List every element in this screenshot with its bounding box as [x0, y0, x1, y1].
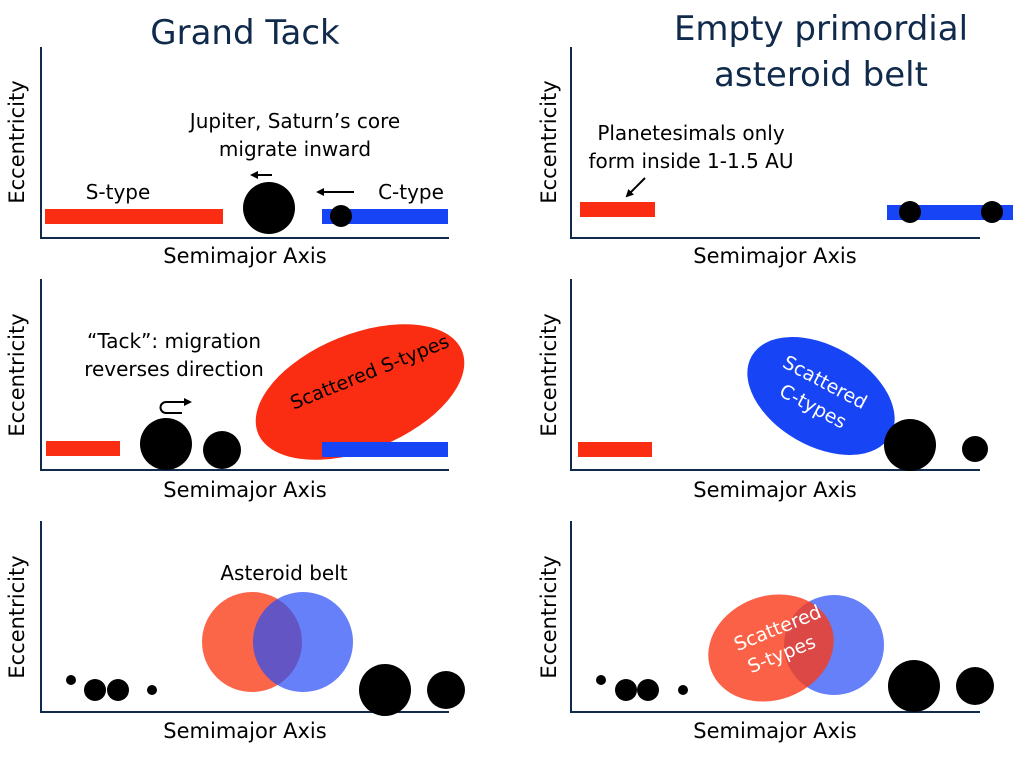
x-axis-label: Semimajor Axis — [693, 719, 856, 743]
x-axis-label: Semimajor Axis — [163, 719, 326, 743]
terrestrial-embryo — [678, 685, 688, 695]
terrestrial-embryo — [66, 675, 76, 685]
axes — [40, 47, 449, 239]
x-axis-label: Semimajor Axis — [693, 478, 856, 502]
panel-right-top: Eccentricity Semimajor Axis Planetesimal… — [537, 47, 1013, 268]
x-axis-label: Semimajor Axis — [163, 244, 326, 268]
annotation-line2: reverses direction — [84, 357, 264, 381]
y-axis-label: Eccentricity — [5, 555, 29, 678]
c-type-bar — [322, 209, 448, 224]
terrestrial-planet — [107, 679, 129, 701]
saturn — [427, 671, 465, 709]
x-axis-label: Semimajor Axis — [163, 478, 326, 502]
axes — [570, 47, 980, 239]
scattered-s-types-ellipse — [255, 324, 465, 460]
panel-left-top: Eccentricity Semimajor Axis Jupiter, Sat… — [5, 47, 449, 268]
terrestrial-embryo — [596, 675, 606, 685]
c-type-bar — [322, 442, 448, 457]
scattered-c-types-ellipse — [747, 337, 895, 455]
saturn — [956, 667, 994, 705]
y-axis-label: Eccentricity — [5, 313, 29, 436]
s-type-bar — [45, 209, 223, 224]
jupiter — [140, 418, 192, 470]
y-axis-label: Eccentricity — [5, 80, 29, 203]
x-axis-label: Semimajor Axis — [693, 244, 856, 268]
axes — [570, 279, 980, 471]
axes — [40, 279, 449, 471]
s-type-bar — [46, 441, 120, 456]
saturn-core — [330, 205, 352, 227]
terrestrial-planet — [84, 679, 106, 701]
pointer-arrow-icon — [625, 177, 646, 198]
panel-left-mid: Eccentricity Semimajor Axis “Tack”: migr… — [5, 279, 465, 502]
y-axis-label: Eccentricity — [537, 80, 561, 203]
axes — [570, 521, 980, 713]
panel-right-mid: Eccentricity Semimajor Axis Scattered C-… — [537, 279, 988, 502]
s-type-bar — [578, 442, 652, 457]
annotation-line1: Jupiter, Saturn’s core — [188, 109, 400, 133]
s-type-label: S-type — [86, 180, 151, 204]
terrestrial-planet — [615, 679, 637, 701]
y-axis-label: Eccentricity — [537, 555, 561, 678]
jupiter — [888, 660, 940, 712]
jupiter — [243, 182, 295, 234]
title-empty-belt-line1: Empty primordial — [674, 9, 968, 49]
axes — [40, 521, 449, 713]
terrestrial-embryo — [147, 685, 157, 695]
panel-right-bot: Eccentricity Semimajor Axis Scattered S-… — [537, 521, 994, 743]
panel-left-bot: Eccentricity Semimajor Axis Asteroid bel… — [5, 521, 465, 743]
asteroid-belt-label: Asteroid belt — [220, 561, 347, 585]
terrestrial-planet — [637, 679, 659, 701]
annotation-line1: “Tack”: migration — [87, 329, 261, 353]
c-type-label: C-type — [378, 180, 444, 204]
planet-core — [899, 201, 921, 223]
title-empty-belt-line2: asteroid belt — [714, 55, 928, 95]
jupiter — [884, 419, 936, 471]
scattered-s-types-ellipse — [708, 594, 834, 702]
planet-core — [981, 201, 1003, 223]
y-axis-label: Eccentricity — [537, 313, 561, 436]
s-type-bar — [580, 202, 655, 217]
annotation-line2: form inside 1-1.5 AU — [589, 149, 794, 173]
saturn — [962, 436, 988, 462]
c-type-region — [253, 592, 353, 692]
reverse-arrow-icon — [159, 398, 192, 414]
jupiter — [359, 664, 411, 716]
saturn — [203, 431, 241, 469]
annotation-line2: migrate inward — [219, 137, 371, 161]
title-grand-tack: Grand Tack — [150, 13, 340, 53]
annotation-line1: Planetesimals only — [597, 121, 785, 145]
